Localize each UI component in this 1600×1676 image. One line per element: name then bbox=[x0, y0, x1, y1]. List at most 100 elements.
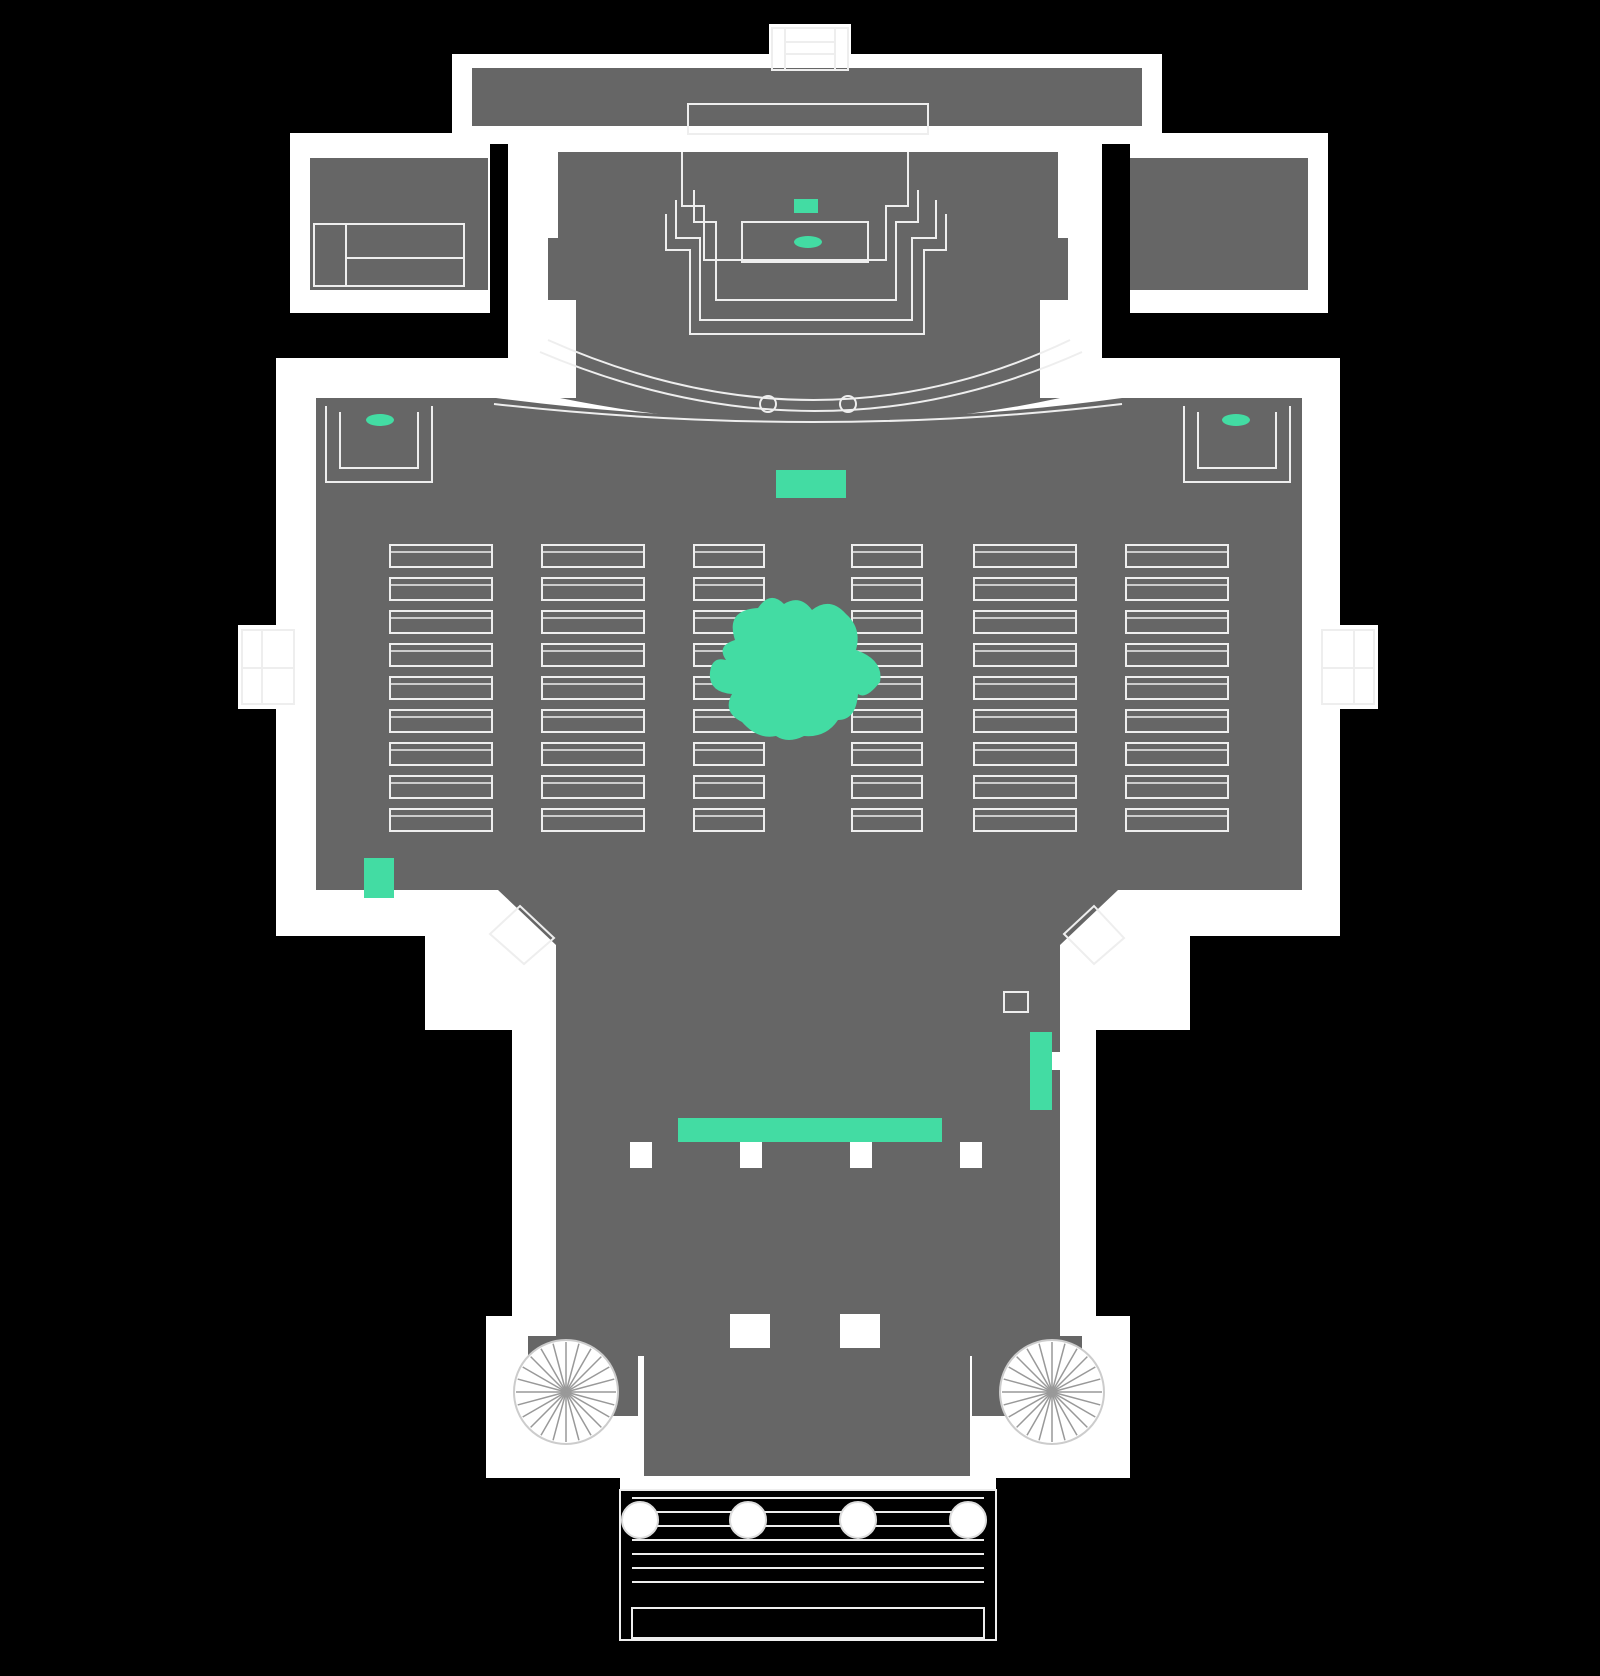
spiral-step bbox=[1003, 1378, 1053, 1393]
piers bbox=[512, 1052, 1094, 1348]
pew bbox=[973, 709, 1077, 733]
pew bbox=[693, 808, 765, 832]
spiral-step bbox=[517, 1378, 567, 1393]
spiral-step bbox=[1016, 1391, 1053, 1428]
outlines bbox=[241, 27, 1375, 1641]
spiral-step bbox=[1051, 1378, 1101, 1393]
pew bbox=[1125, 808, 1229, 832]
pew bbox=[1125, 775, 1229, 799]
pew bbox=[1125, 742, 1229, 766]
porch-columns bbox=[621, 1501, 987, 1539]
pew bbox=[541, 610, 645, 634]
spiral-step bbox=[565, 1356, 602, 1393]
right-chapel-ellipse bbox=[1222, 414, 1250, 426]
pew bbox=[973, 775, 1077, 799]
pew bbox=[693, 544, 765, 568]
spiral-step bbox=[552, 1343, 567, 1393]
pew bbox=[541, 676, 645, 700]
spiral-stairs bbox=[513, 1339, 1105, 1445]
pew bbox=[541, 709, 645, 733]
pew bbox=[389, 643, 493, 667]
pew bbox=[851, 709, 923, 733]
pew bbox=[541, 808, 645, 832]
pew bbox=[1125, 676, 1229, 700]
spiral-step bbox=[1038, 1391, 1053, 1441]
spiral-step bbox=[1051, 1391, 1088, 1428]
pew bbox=[693, 577, 765, 601]
pew bbox=[389, 742, 493, 766]
altar-table bbox=[794, 199, 818, 213]
spiral-step bbox=[565, 1391, 592, 1436]
spiral-step bbox=[1051, 1366, 1096, 1393]
pew bbox=[973, 676, 1077, 700]
pew bbox=[541, 643, 645, 667]
pew bbox=[851, 808, 923, 832]
spiral-step bbox=[1038, 1343, 1053, 1393]
spiral-step bbox=[565, 1391, 580, 1441]
spiral-step bbox=[522, 1391, 567, 1418]
spiral-step bbox=[565, 1391, 615, 1406]
right-side-marker bbox=[1030, 1032, 1052, 1110]
pew bbox=[693, 742, 765, 766]
pew bbox=[1125, 544, 1229, 568]
spiral-step bbox=[1016, 1356, 1053, 1393]
pew bbox=[851, 742, 923, 766]
pew bbox=[541, 577, 645, 601]
pew bbox=[973, 544, 1077, 568]
spiral-step bbox=[1051, 1356, 1088, 1393]
spiral-step bbox=[1051, 1348, 1078, 1393]
pew bbox=[541, 775, 645, 799]
pew bbox=[389, 709, 493, 733]
pew bbox=[851, 544, 923, 568]
pew bbox=[389, 577, 493, 601]
pew bbox=[973, 643, 1077, 667]
pew bbox=[851, 775, 923, 799]
pew bbox=[1125, 610, 1229, 634]
spiral-step bbox=[1051, 1391, 1101, 1406]
spiral-step bbox=[1003, 1391, 1053, 1406]
left-chapel-ellipse bbox=[366, 414, 394, 426]
pews bbox=[389, 544, 1229, 832]
spiral-step bbox=[540, 1391, 567, 1436]
pew bbox=[973, 610, 1077, 634]
spiral-step bbox=[552, 1391, 567, 1441]
pew bbox=[973, 742, 1077, 766]
pew bbox=[389, 544, 493, 568]
pew bbox=[541, 742, 645, 766]
spiral-step bbox=[1026, 1391, 1053, 1436]
spiral-step bbox=[1026, 1348, 1053, 1393]
spiral-step bbox=[522, 1366, 567, 1393]
narthex-bar bbox=[678, 1118, 942, 1142]
spiral-step bbox=[517, 1391, 567, 1406]
highlight-layer bbox=[364, 199, 1250, 1142]
pew bbox=[389, 775, 493, 799]
spiral-step bbox=[1051, 1391, 1096, 1418]
spiral-step bbox=[565, 1366, 610, 1393]
spiral-step bbox=[565, 1391, 602, 1428]
pew bbox=[693, 775, 765, 799]
spiral-step bbox=[530, 1356, 567, 1393]
pew bbox=[389, 610, 493, 634]
pew bbox=[541, 544, 645, 568]
spiral-step bbox=[1051, 1391, 1066, 1441]
pew bbox=[973, 577, 1077, 601]
pew bbox=[1125, 709, 1229, 733]
pew bbox=[973, 808, 1077, 832]
spiral-step bbox=[1051, 1343, 1066, 1393]
pew bbox=[1125, 577, 1229, 601]
ambo-rectangle bbox=[776, 470, 846, 498]
spiral-step bbox=[565, 1391, 610, 1418]
spiral-step bbox=[565, 1378, 615, 1393]
spiral-step bbox=[1008, 1366, 1053, 1393]
spiral-step bbox=[565, 1348, 592, 1393]
spiral-step bbox=[530, 1391, 567, 1428]
pew bbox=[1125, 643, 1229, 667]
tabernacle-ellipse bbox=[794, 236, 822, 248]
left-corner-marker bbox=[364, 858, 394, 898]
pew bbox=[389, 808, 493, 832]
spiral-step bbox=[1008, 1391, 1053, 1418]
pew bbox=[851, 577, 923, 601]
pew bbox=[389, 676, 493, 700]
